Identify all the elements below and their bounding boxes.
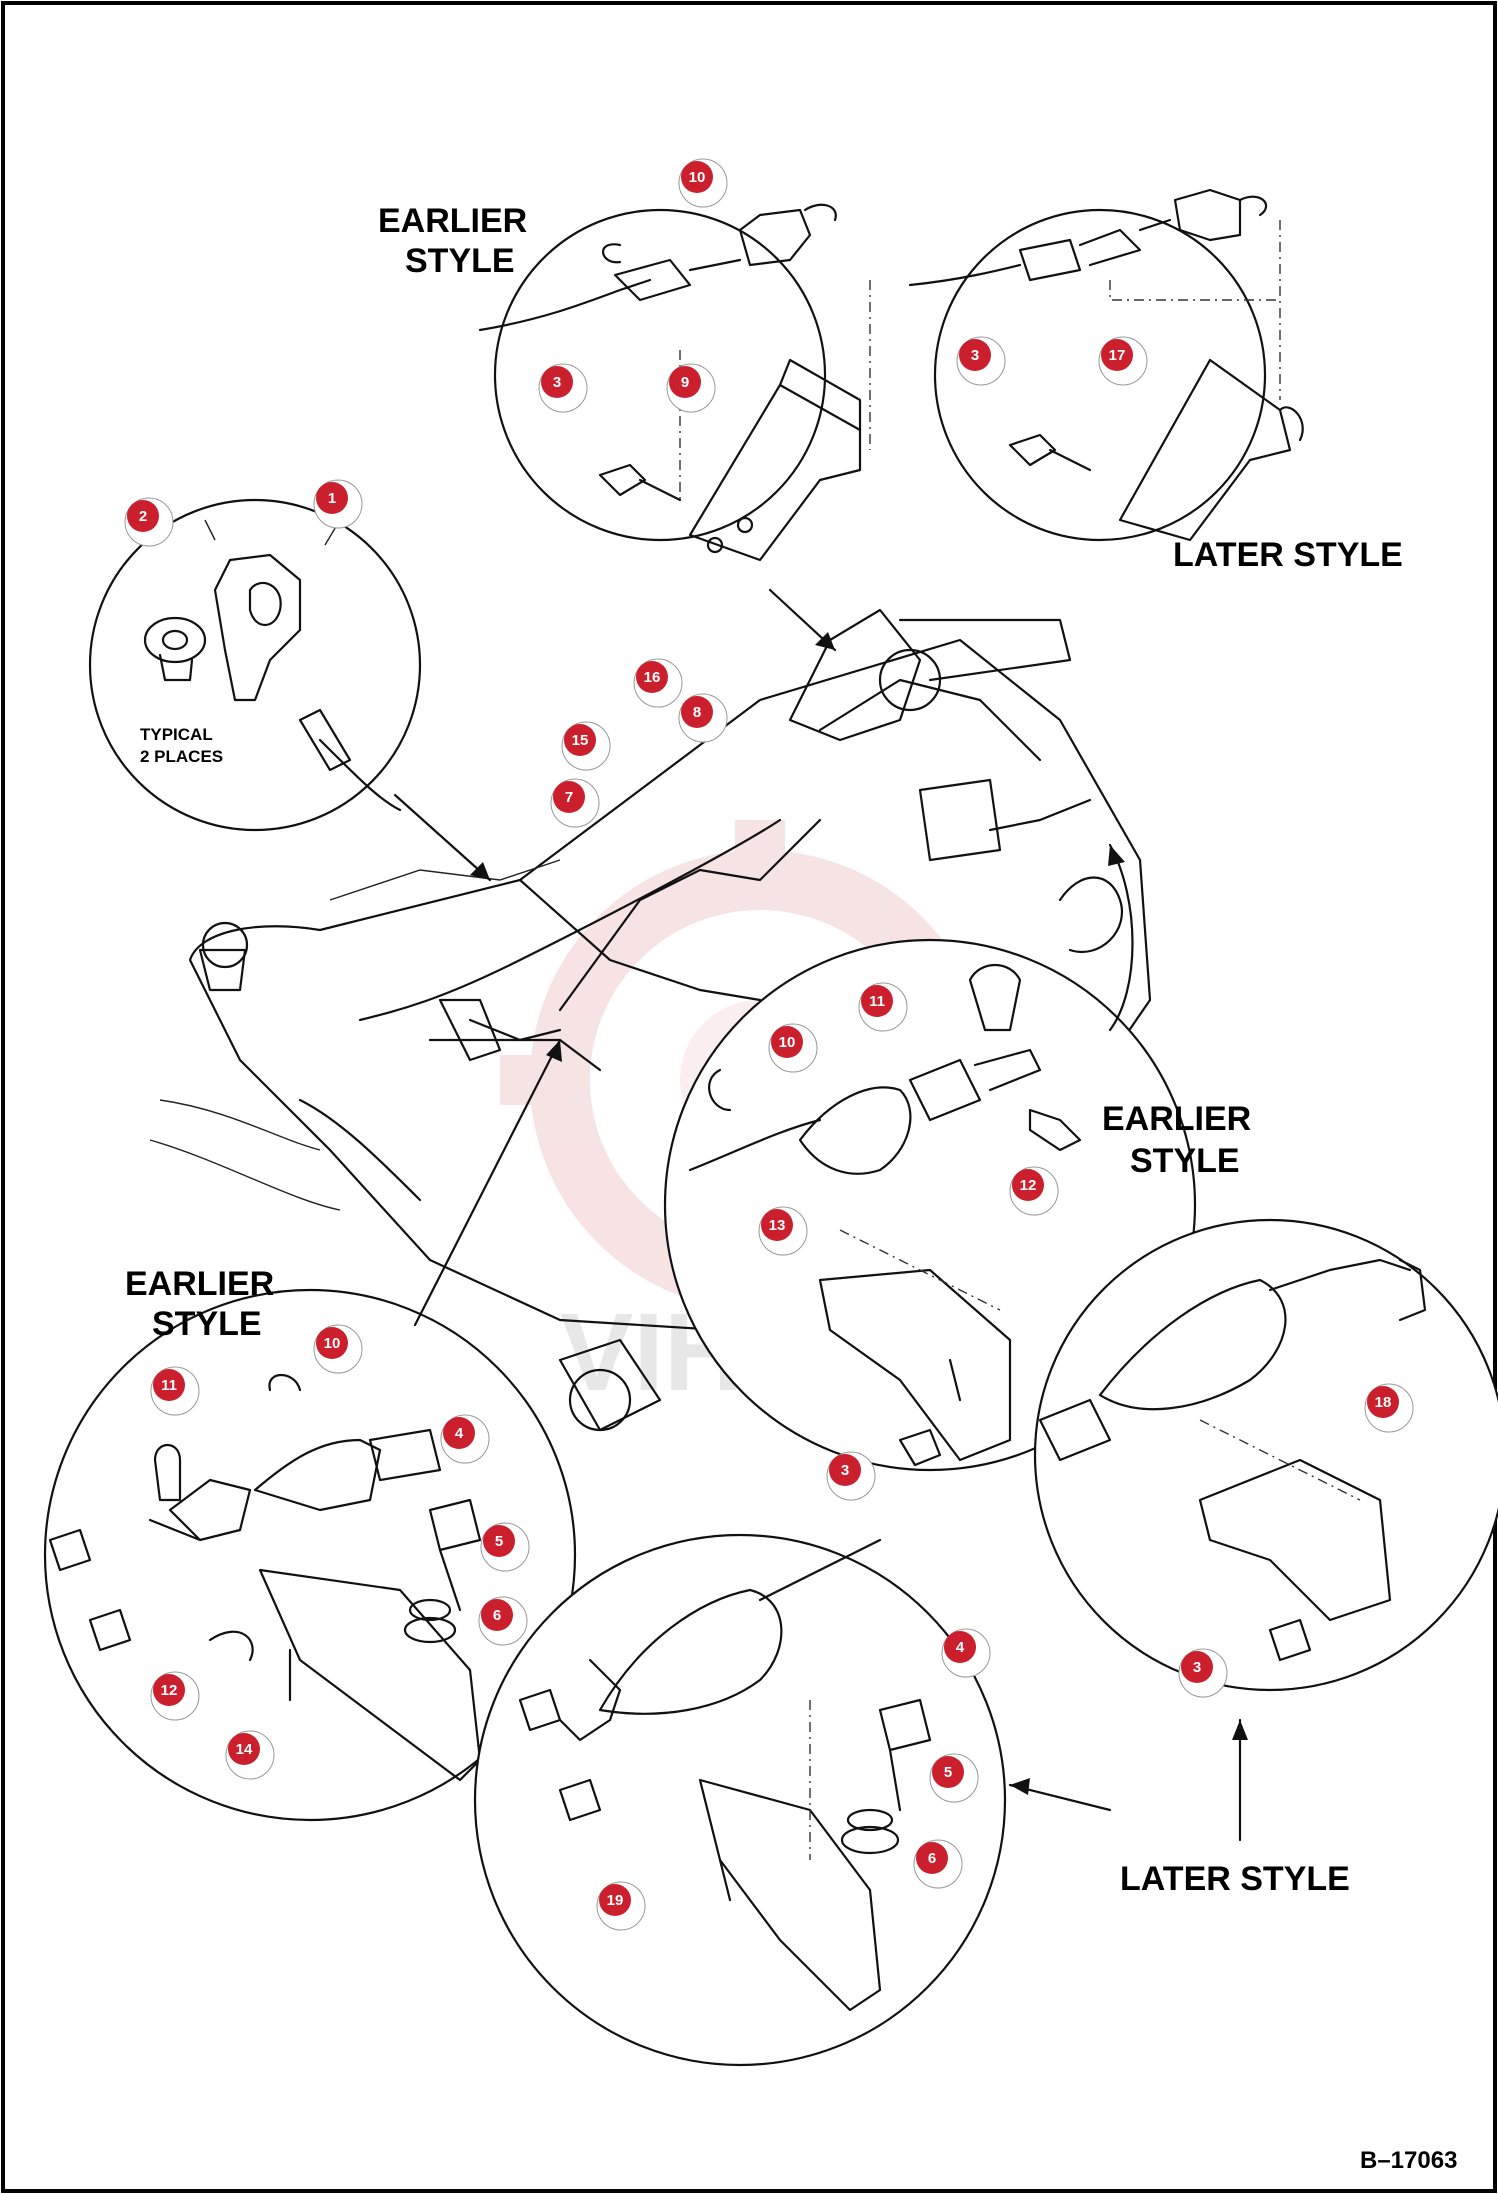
part-number: 9 (681, 374, 689, 391)
part-badge-7: 7 (550, 778, 600, 828)
part-badge-11: 11 (150, 1366, 200, 1416)
part-badges: 1233334455667891010101111121213141516171… (124, 158, 1414, 1931)
part-badge-10: 10 (313, 1324, 363, 1374)
part-badge-12: 12 (1009, 1166, 1059, 1216)
part-number: 12 (1020, 1177, 1037, 1194)
part-number: 12 (161, 1682, 178, 1699)
part-badge-10: 10 (768, 1023, 818, 1073)
part-number: 4 (455, 1425, 464, 1442)
part-number: 6 (493, 1607, 501, 1624)
part-number: 3 (553, 374, 561, 391)
detail-circle-earlier-right (663, 938, 1197, 1472)
part-number: 2 (139, 508, 147, 525)
part-number: 5 (495, 1533, 503, 1550)
callout-earlier-style-left-2: STYLE (152, 1305, 262, 1343)
part-badge-14: 14 (225, 1730, 275, 1780)
part-badge-3: 3 (826, 1451, 876, 1501)
part-number: 11 (161, 1377, 177, 1394)
detail-circle-later-bottom (473, 1533, 1007, 2067)
part-number: 11 (869, 993, 885, 1010)
part-number: 16 (644, 669, 661, 686)
callout-earlier-style-left-1: EARLIER (125, 1265, 274, 1303)
part-number: 8 (693, 704, 701, 721)
top-cable-assembly (358, 608, 1092, 1062)
part-badge-3: 3 (956, 336, 1006, 386)
part-badge-4: 4 (941, 1628, 991, 1678)
callout-typical-2: 2 PLACES (140, 747, 223, 766)
part-badge-16: 16 (633, 658, 683, 708)
figure-id: B–17063 (1360, 2147, 1457, 2174)
part-badge-6: 6 (913, 1839, 963, 1889)
part-badge-5: 5 (480, 1522, 530, 1572)
part-number: 3 (971, 347, 979, 364)
part-number: 19 (607, 1892, 624, 1909)
callout-earlier-style-right-2: STYLE (1130, 1142, 1240, 1180)
detail-circle-later-right (1033, 1218, 1498, 1692)
detail-circle-later-top (908, 188, 1304, 542)
part-badge-12: 12 (150, 1671, 200, 1721)
part-badge-5: 5 (929, 1753, 979, 1803)
part-number: 10 (689, 169, 706, 186)
part-badge-11: 11 (858, 982, 908, 1032)
part-badge-9: 9 (666, 363, 716, 413)
callout-typical-1: TYPICAL (140, 725, 213, 744)
callout-later-style-top: LATER STYLE (1173, 536, 1403, 574)
callout-later-style-bottom: LATER STYLE (1120, 1860, 1350, 1898)
part-badge-6: 6 (478, 1596, 528, 1646)
leader-arrows (393, 588, 1248, 1842)
detail-circle-earlier-top (478, 203, 871, 562)
part-number: 7 (565, 789, 573, 806)
part-badge-3: 3 (1178, 1648, 1228, 1698)
part-number: 4 (956, 1639, 965, 1656)
part-number: 5 (944, 1764, 952, 1781)
part-badge-8: 8 (678, 693, 728, 743)
part-badge-17: 17 (1098, 336, 1148, 386)
part-number: 14 (236, 1741, 253, 1758)
part-badge-15: 15 (561, 721, 611, 771)
part-number: 18 (1375, 1394, 1392, 1411)
part-badge-10: 10 (678, 158, 728, 208)
part-number: 15 (572, 732, 589, 749)
part-number: 3 (1193, 1659, 1201, 1676)
callout-earlier-style-top-1: EARLIER (378, 202, 527, 240)
part-badge-2: 2 (124, 497, 174, 547)
callout-earlier-style-top-2: STYLE (405, 242, 515, 280)
machine-chassis (149, 638, 1152, 1432)
part-number: 10 (779, 1034, 796, 1051)
callout-earlier-style-right-1: EARLIER (1102, 1100, 1251, 1138)
part-number: 6 (928, 1850, 936, 1867)
part-number: 10 (324, 1335, 341, 1352)
detail-circle-typical (88, 498, 422, 832)
part-badge-13: 13 (758, 1206, 808, 1256)
part-number: 13 (769, 1217, 786, 1234)
part-badge-3: 3 (538, 363, 588, 413)
part-number: 17 (1109, 347, 1126, 364)
part-badge-19: 19 (596, 1881, 646, 1931)
part-number: 3 (841, 1462, 849, 1479)
part-badge-4: 4 (440, 1414, 490, 1464)
part-badge-18: 18 (1364, 1383, 1414, 1433)
part-number: 1 (328, 490, 336, 507)
part-badge-1: 1 (313, 479, 363, 529)
